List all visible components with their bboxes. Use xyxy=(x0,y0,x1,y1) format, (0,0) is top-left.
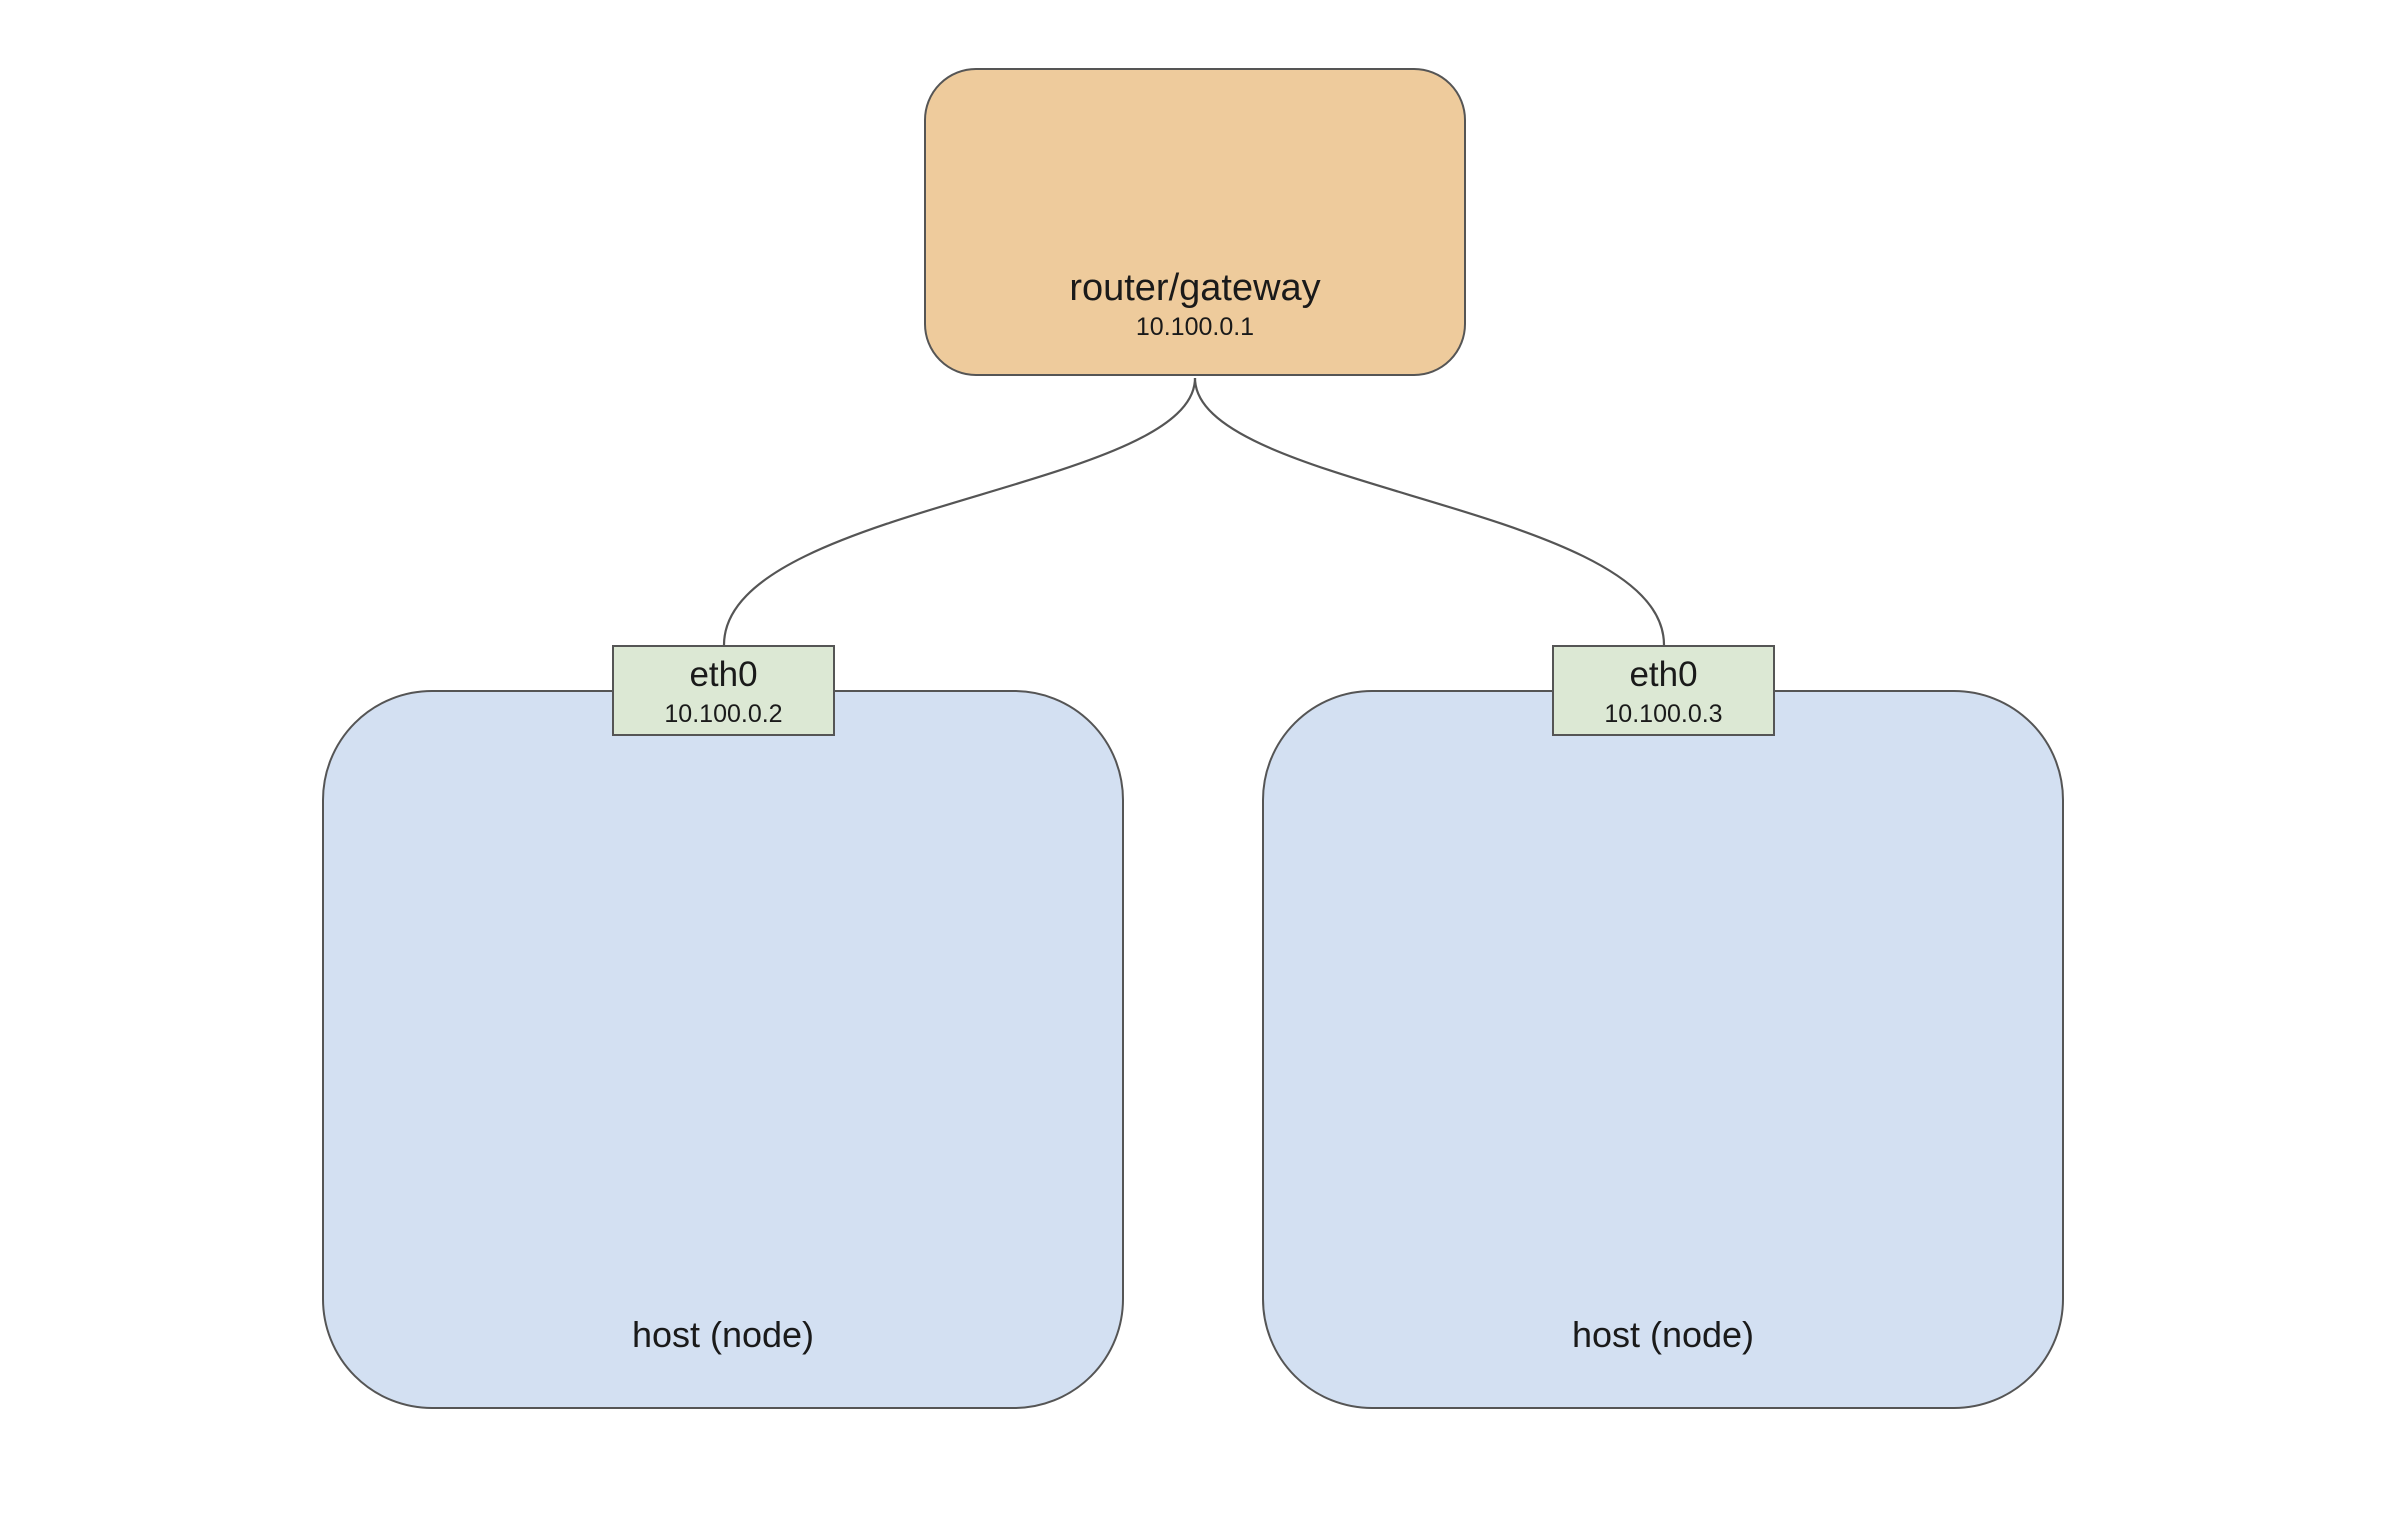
interface-ip-right: 10.100.0.3 xyxy=(1604,700,1723,728)
interface-eth0-left: eth0 10.100.0.2 xyxy=(612,645,835,736)
router-ip: 10.100.0.1 xyxy=(1135,313,1255,341)
router-gateway-node: router/gateway 10.100.0.1 xyxy=(924,68,1466,376)
interface-name-right: eth0 xyxy=(1629,655,1698,694)
host-label-left: host (node) xyxy=(631,1314,815,1355)
router-label: router/gateway xyxy=(1069,267,1321,309)
link-router-to-eth0-left xyxy=(722,377,1197,646)
interface-ip-left: 10.100.0.2 xyxy=(664,700,783,728)
host-node-left: host (node) xyxy=(322,690,1124,1409)
link-router-to-eth0-right xyxy=(1193,377,1666,646)
interface-name-left: eth0 xyxy=(689,655,758,694)
host-node-right: host (node) xyxy=(1262,690,2064,1409)
host-label-right: host (node) xyxy=(1571,1314,1755,1355)
interface-eth0-right: eth0 10.100.0.3 xyxy=(1552,645,1775,736)
